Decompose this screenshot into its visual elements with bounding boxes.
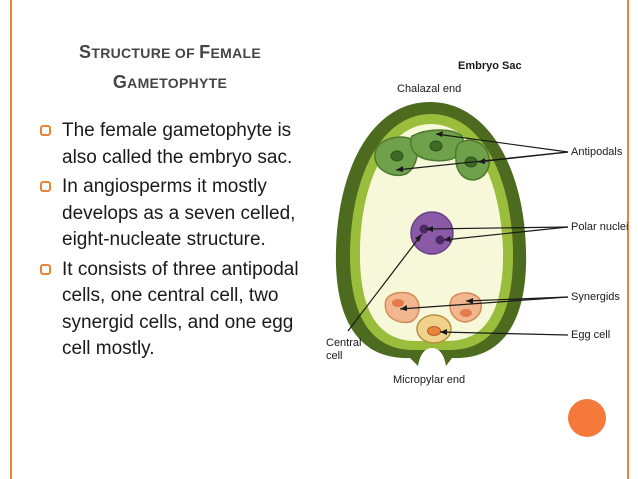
pointer-lines [347,133,569,336]
bullet-item: The female gametophyte is also called th… [38,118,313,171]
pointer-line-central-cell [347,233,423,332]
polar-nuclei-cell [410,211,454,255]
antipodal-nucleus [390,150,404,162]
pointer-line-egg [439,331,569,336]
polar-nucleus [435,235,445,245]
arrowhead [466,298,473,304]
title-line-2: GAMETOPHYTE [112,72,228,92]
arrowhead [436,131,443,137]
arrowhead [444,236,451,242]
arrowhead [478,158,485,164]
egg-cell-group [416,314,452,344]
synergid-nucleus [392,299,404,307]
bullet-square-icon [40,181,51,192]
arrowhead [426,226,433,232]
pointer-line-polar [425,226,569,230]
pointer-line-antipodal [435,133,569,153]
micropyle [418,348,446,366]
synergids-label: Synergids [571,291,620,303]
synergid-nucleus [460,309,472,317]
slide-title: STRUCTURE OF FEMALE GAMETOPHYTE [20,38,320,98]
polar-nucleus [419,224,429,234]
bullet-item: In angiosperms it mostly develops as a s… [38,174,313,254]
antipodal-nucleus [429,140,443,152]
diagram-title: Embryo Sac [458,60,522,72]
pointer-line-synergid [465,296,569,302]
antipodal-cells [374,129,490,181]
polar-nuclei-label: Polar nuclei [571,221,629,233]
arrowhead [440,329,447,335]
pointer-line-synergid [399,296,569,310]
title-line-1: STRUCTURE OF FEMALE [79,42,261,62]
bullet-list: The female gametophyte is also called th… [38,118,313,363]
egg-cell-label: Egg cell [571,329,611,341]
arrowhead [396,166,403,172]
pointer-line-polar [443,226,569,241]
bullet-square-icon [40,125,51,136]
right-edge-line [627,0,629,479]
left-edge-line [10,0,12,479]
polar-cell [410,211,454,255]
synergid-cell [449,292,482,323]
antipodals-label: Antipodals [571,146,623,158]
micropylar-end-label: Micropylar end [393,374,466,386]
synergid-cell [384,291,420,324]
arrowheads [396,131,485,335]
bullet-item: It consists of three antipodal cells, on… [38,257,313,363]
decorative-orange-circle [568,399,606,437]
arrowhead [400,305,407,311]
chalazal-end-label: Chalazal end [397,83,462,95]
bullet-square-icon [40,263,51,275]
egg-nucleus [427,326,441,336]
arrowhead [415,234,422,242]
